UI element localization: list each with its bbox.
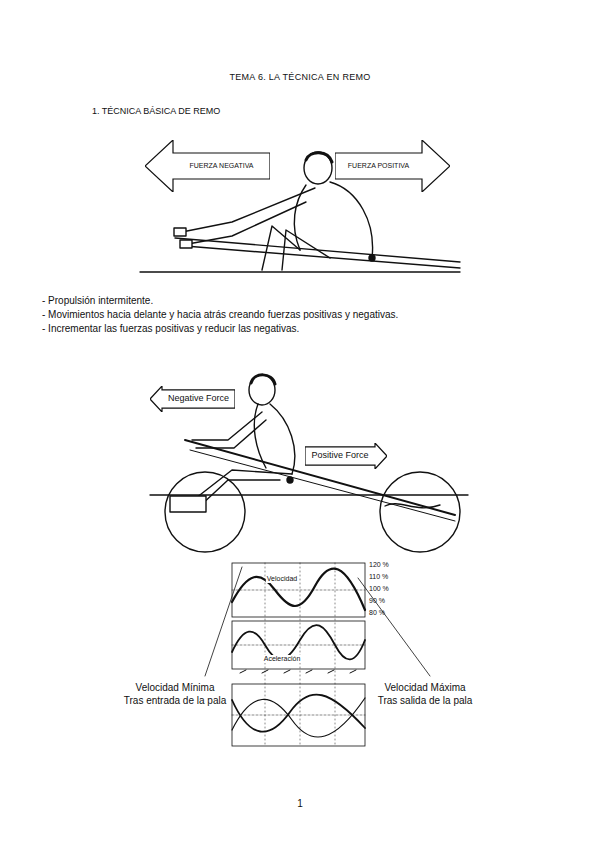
arrow-label: Negative Force (168, 394, 229, 404)
rower-back (330, 182, 373, 258)
rower-hand (174, 228, 186, 236)
rower-back (270, 404, 295, 474)
force-arrow: Positive Force (305, 443, 387, 469)
rower-arm (196, 420, 266, 448)
force-arrow: FUERZA NEGATIVA (145, 140, 270, 192)
section-heading: 1. TÉCNICA BÁSICA DE REMO (92, 106, 220, 116)
arrow-label: FUERZA NEGATIVA (190, 162, 254, 170)
velocity-curve (232, 569, 365, 610)
axis-value: 120 % (369, 561, 389, 569)
leader-line (205, 567, 242, 676)
rower-leg (282, 230, 330, 270)
hull-line (140, 271, 460, 272)
callout-title: Velocidad Máxima (384, 682, 465, 694)
power-curve (232, 698, 365, 737)
page-title: TEMA 6. LA TÉCNICA EN REMO (0, 72, 600, 82)
arrow-shape (145, 140, 270, 192)
axis-value: 110 % (369, 573, 388, 581)
arrow-shape (305, 443, 387, 469)
boat-speed-chart (205, 563, 430, 746)
rower-leg (196, 470, 292, 498)
arrow-text-area: FUERZA NEGATIVA (173, 153, 270, 179)
axis-value: 80 % (369, 609, 385, 617)
force-curve (232, 695, 365, 732)
chart-series-label: Velocidad (266, 575, 298, 583)
rower-arm (188, 202, 306, 244)
oar-handle-line (185, 246, 460, 268)
rower-hand (180, 240, 192, 248)
callout-title: Velocidad Mínima (136, 682, 215, 694)
rower-hair (306, 153, 332, 162)
arrow-label: FUERZA POSITIVA (348, 162, 409, 170)
rower-arm (182, 188, 315, 232)
arrow-label: Positive Force (311, 451, 368, 461)
rower-leg (200, 480, 280, 506)
foot-stretcher (170, 496, 206, 512)
stroke-phase-icons (240, 670, 356, 673)
seat-dot (369, 255, 375, 261)
axis-value: 100 % (369, 585, 389, 593)
rower-head (249, 375, 275, 405)
arrow-text-area: FUERZA POSITIVA (335, 153, 422, 179)
page-number: 1 (297, 798, 303, 810)
bullet-text: - Incrementar las fuerzas positivas y re… (42, 323, 299, 335)
callout-text: Tras salida de la pala (378, 695, 473, 707)
chart-series-label: Aceleración (263, 655, 302, 663)
rower-finish-figure (150, 375, 468, 552)
bullet-text: - Propulsión intermitente. (42, 295, 153, 307)
seat-dot (287, 477, 293, 483)
boat-circle (165, 472, 245, 552)
force-arrow: Negative Force (150, 386, 235, 412)
force-arrow: FUERZA POSITIVA (335, 140, 450, 192)
rower-hair (251, 375, 275, 384)
axis-value: 90 % (369, 597, 385, 605)
bullet-text: - Movimientos hacia delante y hacia atrá… (42, 309, 398, 321)
arrow-text-area: Positive Force (305, 447, 375, 465)
arrow-shape (335, 140, 450, 192)
chart-axis (232, 590, 365, 715)
rower-head (304, 152, 332, 184)
leader-line (358, 578, 430, 676)
callout-text: Tras entrada de la pala (124, 695, 226, 707)
oar-shaft (185, 440, 455, 515)
arrow-text-area: Negative Force (162, 390, 235, 408)
rower-leg (262, 226, 300, 270)
arrow-shape (150, 386, 235, 412)
rower-arm (192, 412, 262, 440)
